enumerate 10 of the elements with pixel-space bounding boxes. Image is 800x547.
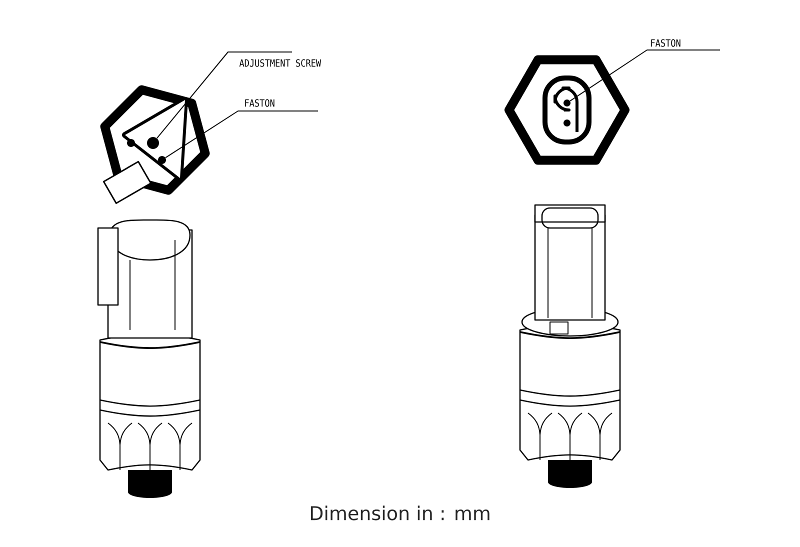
callout-label: FASTON: [245, 99, 274, 107]
leader-line: [165, 110, 318, 158]
leader-line: [570, 50, 720, 102]
terminal-dot: [158, 156, 166, 164]
caption: Dimension in : mm: [310, 506, 490, 520]
terminal-dot: [564, 100, 570, 106]
adjustment-screw: [147, 137, 159, 149]
callout-label: FASTON: [651, 39, 680, 47]
callout-label: ADJUSTMENT SCREW: [239, 59, 322, 67]
leader-line: [156, 52, 292, 139]
